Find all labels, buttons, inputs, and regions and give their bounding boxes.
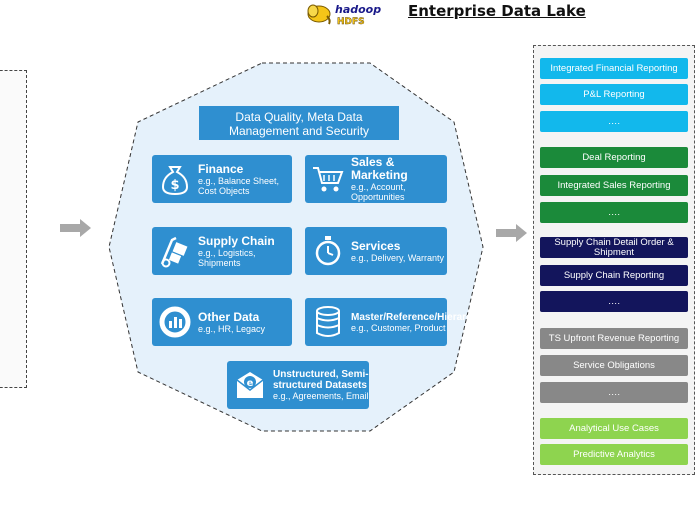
elephant-icon <box>307 4 331 25</box>
report-blue-more[interactable]: …. <box>540 111 688 132</box>
report-green-more[interactable]: …. <box>540 202 688 223</box>
hadoop-logo: hadoop HDFS <box>307 3 381 26</box>
report-deal[interactable]: Deal Reporting <box>540 147 688 168</box>
report-supply-chain[interactable]: Supply Chain Reporting <box>540 265 688 286</box>
shopping-cart-icon <box>311 162 345 196</box>
email-icon: e <box>233 368 267 402</box>
tile-services-name: Services <box>351 238 401 253</box>
tile-services-sub: e.g., Delivery, Warranty <box>351 252 445 263</box>
flow-arrow-out <box>496 224 527 242</box>
tile-finance-sub: e.g., Balance Sheet, Cost Objects <box>198 175 280 196</box>
source-systems-panel <box>0 70 27 388</box>
tile-unstructured-sub: e.g., Agreements, Email <box>273 391 369 401</box>
report-ts-upfront-revenue[interactable]: TS Upfront Revenue Reporting <box>540 328 688 349</box>
report-navy-more[interactable]: …. <box>540 291 688 312</box>
tile-supply-name: Supply Chain <box>198 233 275 248</box>
report-predictive-analytics[interactable]: Predictive Analytics <box>540 444 688 465</box>
logo-hadoop-text: hadoop <box>335 3 381 16</box>
reporting-panel <box>533 45 695 475</box>
tile-other-name: Other Data <box>198 309 260 324</box>
money-bag-icon: $ <box>158 162 192 196</box>
report-analytical-use-cases[interactable]: Analytical Use Cases <box>540 418 688 439</box>
tile-finance-name: Finance <box>198 161 244 176</box>
report-integrated-financial[interactable]: Integrated Financial Reporting <box>540 58 688 79</box>
tile-unstructured-name: Unstructured, Semi-structured Datasets <box>273 369 369 391</box>
report-supply-chain-detail[interactable]: Supply Chain Detail Order & Shipment <box>540 237 688 258</box>
report-pl[interactable]: P&L Reporting <box>540 84 688 105</box>
flow-arrow-in <box>60 219 91 237</box>
stopwatch-icon <box>311 234 345 268</box>
tile-sales-sub: e.g., Account, Opportunities <box>351 182 406 202</box>
data-quality-header: Data Quality, Meta Data Management and S… <box>199 106 399 140</box>
tile-other-sub: e.g., HR, Legacy <box>198 323 266 334</box>
tile-master-sub: e.g., Customer, Product <box>351 322 446 333</box>
report-service-obligations[interactable]: Service Obligations <box>540 355 688 376</box>
svg-text:$: $ <box>170 178 179 193</box>
report-grey-more[interactable]: …. <box>540 382 688 403</box>
donut-chart-icon <box>158 305 192 339</box>
tile-unstructured[interactable]: e Unstructured, Semi-structured Datasets… <box>227 361 369 409</box>
hand-truck-icon <box>158 234 192 268</box>
database-icon <box>311 305 345 339</box>
tile-supply-sub: e.g., Logistics, Shipments <box>198 247 256 268</box>
tile-master-name: Master/Reference/Hierarchies <box>351 311 492 323</box>
svg-text:e: e <box>247 378 254 389</box>
logo-hdfs-text: HDFS <box>337 17 365 26</box>
report-integrated-sales[interactable]: Integrated Sales Reporting <box>540 175 688 196</box>
tile-sales-name: Sales & Marketing <box>351 155 408 182</box>
page-title: Enterprise Data Lake <box>408 2 586 20</box>
